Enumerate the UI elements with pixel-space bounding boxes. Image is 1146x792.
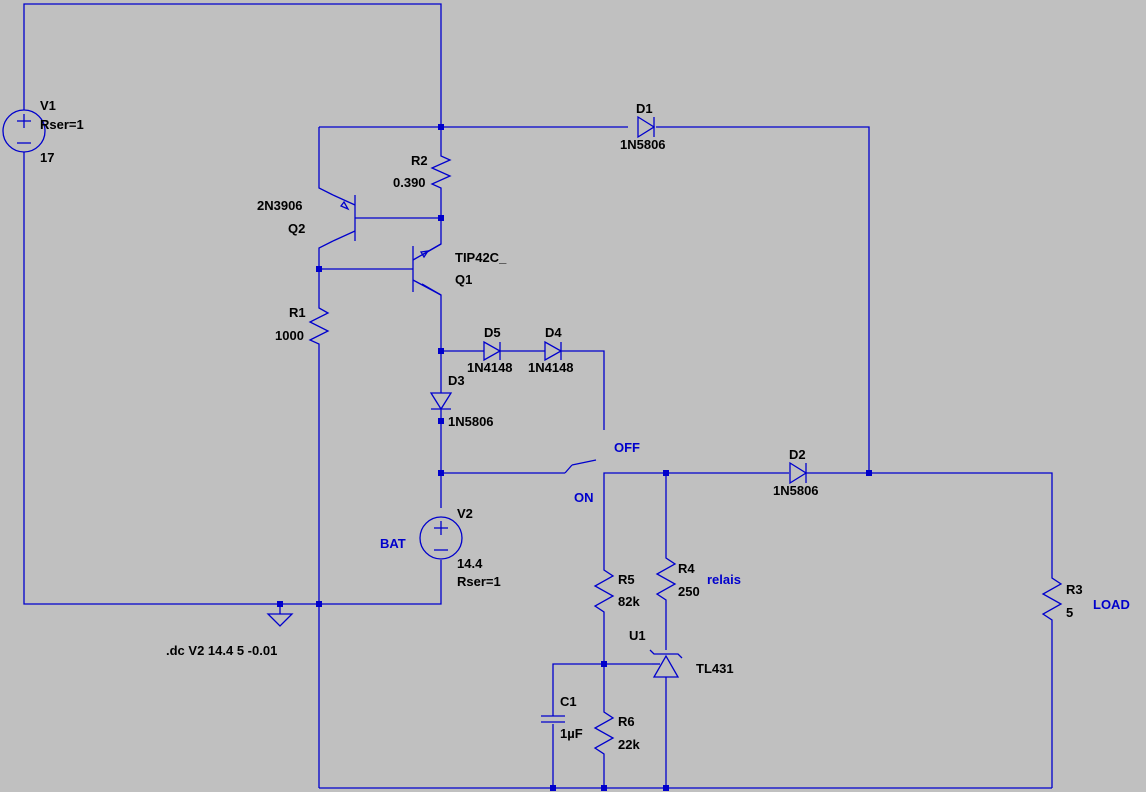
u1-shunt-regulator — [649, 649, 683, 678]
q1-value: TIP42C_ — [455, 250, 507, 265]
r5-name: R5 — [618, 572, 635, 587]
v2-name: V2 — [457, 506, 473, 521]
r6-value: 22k — [618, 737, 640, 752]
c1-value: 1µF — [560, 726, 583, 741]
r3-resistor — [1041, 574, 1063, 624]
d3-diode — [429, 392, 453, 411]
d4-diode — [544, 340, 563, 362]
r6-resistor — [593, 708, 615, 758]
wires — [23, 3, 1053, 789]
r6-name: R6 — [618, 714, 635, 729]
v1-voltage-source — [2, 109, 46, 153]
r2-value: 0.390 — [393, 175, 426, 190]
r5-value: 82k — [618, 594, 640, 609]
r3-net-label: LOAD — [1093, 597, 1130, 612]
d3-name: D3 — [448, 373, 465, 388]
relay-switch — [564, 459, 597, 474]
r1-resistor — [308, 304, 330, 346]
spice-directive: .dc V2 14.4 5 -0.01 — [166, 643, 277, 658]
d1-value: 1N5806 — [620, 137, 666, 152]
u1-name: U1 — [629, 628, 646, 643]
switch-off-label: OFF — [614, 440, 640, 455]
ground-symbol — [266, 613, 294, 627]
r4-value: 250 — [678, 584, 700, 599]
r1-name: R1 — [289, 305, 306, 320]
r3-value: 5 — [1066, 605, 1073, 620]
c1-capacitor — [541, 708, 565, 723]
c1-name: C1 — [560, 694, 577, 709]
r4-net-label: relais — [707, 572, 741, 587]
d5-diode — [483, 340, 502, 362]
q1-name: Q1 — [455, 272, 472, 287]
r2-name: R2 — [411, 153, 428, 168]
junctions — [277, 124, 872, 791]
q1-transistor — [412, 243, 442, 296]
q2-value: 2N3906 — [257, 198, 303, 213]
d3-value: 1N5806 — [448, 414, 494, 429]
d2-value: 1N5806 — [773, 483, 819, 498]
u1-value: TL431 — [696, 661, 734, 676]
r4-name: R4 — [678, 561, 695, 576]
v1-param: Rser=1 — [40, 117, 84, 132]
r1-value: 1000 — [275, 328, 304, 343]
r4-resistor — [655, 554, 677, 604]
d5-value: 1N4148 — [467, 360, 513, 375]
d1-name: D1 — [636, 101, 653, 116]
d4-value: 1N4148 — [528, 360, 574, 375]
r2-resistor — [430, 152, 452, 190]
v1-value: 17 — [40, 150, 54, 165]
d1-diode — [637, 115, 656, 139]
v2-param: Rser=1 — [457, 574, 501, 589]
switch-on-label: ON — [574, 490, 594, 505]
d4-name: D4 — [545, 325, 562, 340]
q2-name: Q2 — [288, 221, 305, 236]
d5-name: D5 — [484, 325, 501, 340]
d2-diode — [789, 461, 808, 485]
v1-name: V1 — [40, 98, 56, 113]
d2-name: D2 — [789, 447, 806, 462]
r3-name: R3 — [1066, 582, 1083, 597]
v2-net-label: BAT — [380, 536, 406, 551]
q2-transistor — [332, 194, 356, 242]
r5-resistor — [593, 566, 615, 616]
v2-voltage-source — [419, 516, 463, 560]
v2-value: 14.4 — [457, 556, 483, 571]
